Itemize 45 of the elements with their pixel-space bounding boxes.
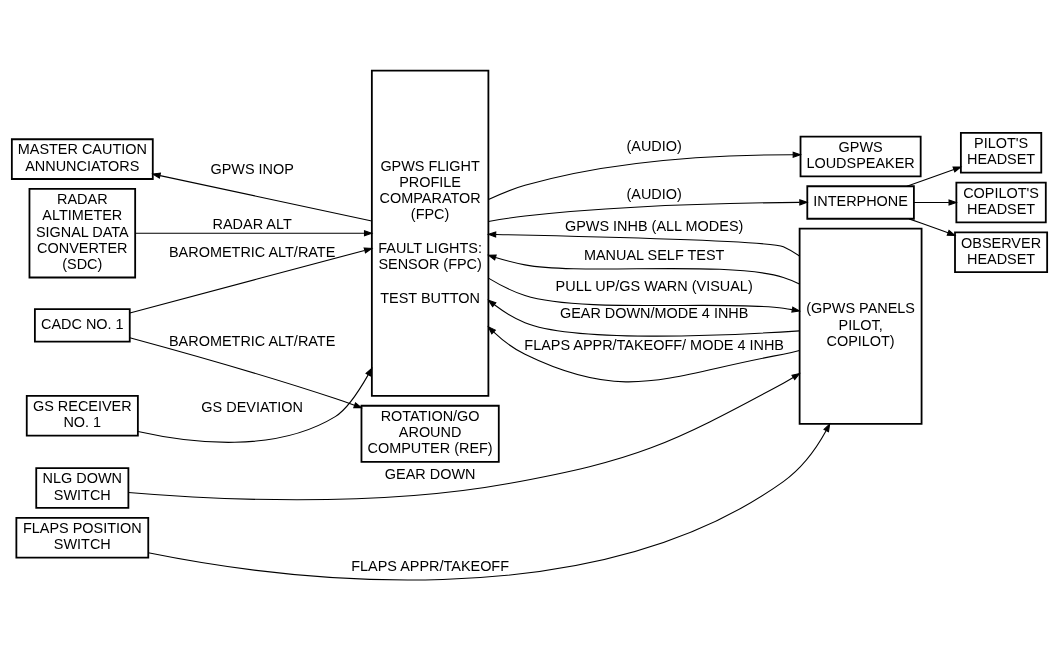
node-box: MASTER CAUTION ANNUNCIATORS — [10, 138, 154, 180]
arrow — [906, 166, 963, 187]
edge-label: RADAR ALT — [212, 215, 292, 232]
node-box: FLAPS POSITION SWITCH — [15, 516, 150, 559]
node-box: INTERPHONE — [806, 185, 915, 220]
edge-label: FLAPS APPR/TAKEOFF — [351, 557, 510, 574]
arrow — [129, 247, 374, 314]
node-box: OBSERVER HEADSET — [954, 231, 1049, 273]
node-box: CADC NO. 1 — [34, 308, 131, 343]
node-box: (GPWS PANELS PILOT, COPILOT) — [798, 227, 923, 425]
arrow — [134, 229, 374, 237]
edge-label: PULL UP/GS WARN (VISUAL) — [555, 277, 753, 294]
arrow — [129, 337, 363, 409]
arrow — [151, 172, 373, 222]
node-box: ROTATION/GO AROUND COMPUTER (REF) — [360, 404, 500, 463]
node-box: COPILOT'S HEADSET — [955, 181, 1047, 224]
arrow — [487, 151, 803, 201]
node-box: GPWS LOUDSPEAKER — [799, 135, 922, 178]
arrow — [137, 366, 373, 443]
edge-label: GPWS INOP — [210, 161, 294, 178]
edge-label: FLAPS APPR/TAKEOFF/ MODE 4 INHB — [524, 336, 785, 353]
node-box: NLG DOWN SWITCH — [35, 467, 130, 509]
edge-label: GEAR DOWN/MODE 4 INHB — [559, 304, 749, 321]
arrow — [147, 422, 831, 581]
arrow — [486, 231, 800, 257]
edge-label: GPWS INHB (ALL MODES) — [564, 218, 744, 235]
edge-label: GEAR DOWN — [384, 465, 476, 482]
arrow — [487, 199, 809, 222]
arrow — [487, 325, 800, 383]
arrow — [127, 372, 801, 501]
arrow — [486, 254, 800, 285]
arrow — [908, 218, 957, 236]
edge-label: (AUDIO) — [626, 185, 682, 202]
edge-label: BAROMETRIC ALT/RATE — [168, 332, 336, 349]
arrow — [487, 299, 800, 337]
edge-label: MANUAL SELF TEST — [583, 247, 725, 264]
node-box: PILOT'S HEADSET — [959, 132, 1043, 174]
node-box: RADAR ALTIMETER SIGNAL DATA CONVERTER (SDC) — [28, 188, 137, 279]
edge-label: GS DEVIATION — [201, 398, 303, 415]
arrow — [913, 199, 958, 206]
edge-label: (AUDIO) — [626, 137, 682, 154]
arrow — [487, 277, 802, 313]
edge-label: BAROMETRIC ALT/RATE — [168, 243, 336, 260]
node-box: GS RECEIVER NO. 1 — [25, 394, 139, 437]
node-box: GPWS FLIGHT PROFILE COMPARATOR (FPC) FAULT LIGHTS: SENSOR (FPC) TEST BUTTON — [370, 69, 490, 397]
